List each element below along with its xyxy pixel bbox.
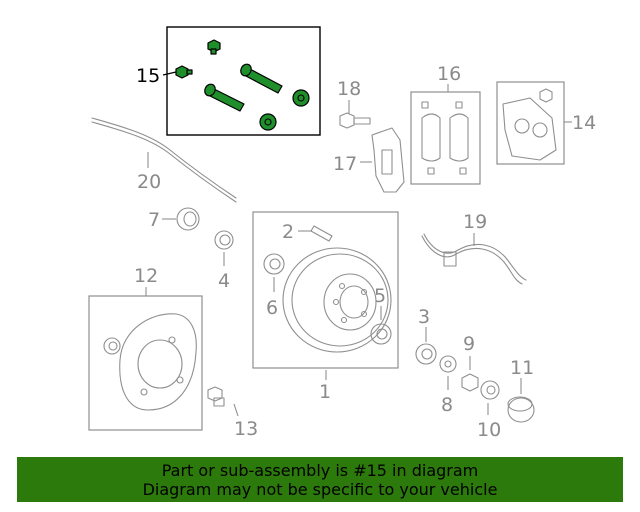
callout-7[interactable]: 7 [148, 209, 160, 231]
part-11-hub-cap[interactable]: 11 [507, 357, 535, 423]
part-2-wheel-stud[interactable]: 2 [282, 221, 333, 243]
callout-14[interactable]: 14 [572, 112, 596, 134]
callout-10[interactable]: 10 [477, 419, 501, 441]
part-4-bearing[interactable]: 4 [214, 230, 234, 292]
part-6-seal[interactable]: 6 [263, 253, 285, 319]
part-13-bolt[interactable]: 13 [207, 386, 258, 440]
callout-9[interactable]: 9 [463, 333, 475, 355]
part-1-rotor-hub[interactable]: 1 [252, 211, 399, 403]
callout-11[interactable]: 11 [510, 357, 534, 379]
leader-15 [162, 71, 177, 76]
part-7-seal[interactable]: 7 [148, 207, 200, 231]
callout-1[interactable]: 1 [319, 381, 331, 403]
part-15-guide-pin-icon [240, 63, 283, 94]
banner-line-2: Diagram may not be specific to your vehi… [142, 479, 498, 499]
callout-20[interactable]: 20 [137, 171, 161, 193]
part-15-boot-icon [292, 89, 310, 107]
part-17-caliper-bracket[interactable]: 17 [333, 127, 405, 193]
part-15-guide-pin-icon [204, 83, 245, 112]
part-19-abs-sensor[interactable]: 19 [421, 211, 527, 285]
part-15-box [166, 26, 321, 136]
part-15-small-bolt-icon [207, 39, 221, 55]
part-15-kit[interactable]: 15 [136, 26, 321, 136]
callout-3[interactable]: 3 [418, 306, 430, 328]
callout-18[interactable]: 18 [337, 78, 361, 100]
part-12-dust-shield[interactable]: 12 [88, 265, 203, 431]
part-10-cap[interactable]: 10 [477, 380, 501, 441]
banner-line-1: Part or sub-assembly is #15 in diagram [161, 460, 479, 480]
callout-6[interactable]: 6 [266, 297, 278, 319]
part-20-wear-sensor-wire[interactable]: 20 [91, 117, 237, 203]
part-15-small-bolt-icon [175, 65, 193, 79]
callout-2[interactable]: 2 [282, 221, 294, 243]
part-5-seal[interactable]: 5 [370, 285, 392, 345]
callout-13[interactable]: 13 [234, 418, 258, 440]
callout-15[interactable]: 15 [136, 65, 160, 87]
callout-4[interactable]: 4 [218, 270, 230, 292]
callout-5[interactable]: 5 [374, 285, 386, 307]
info-banner: Part or sub-assembly is #15 in diagram D… [17, 457, 623, 502]
part-15-boot-icon [259, 113, 277, 131]
part-18-bolt[interactable]: 18 [337, 78, 371, 129]
part-9-nut[interactable]: 9 [461, 333, 479, 392]
part-14-caliper[interactable]: 14 [496, 81, 596, 165]
part-16-brake-pads[interactable]: 16 [410, 63, 481, 185]
callout-12[interactable]: 12 [134, 265, 158, 287]
parts-diagram: 15 20 18 17 16 [88, 26, 596, 441]
callout-17[interactable]: 17 [333, 153, 357, 175]
part-8-washer[interactable]: 8 [439, 355, 457, 416]
callout-19[interactable]: 19 [463, 211, 487, 233]
callout-16[interactable]: 16 [437, 63, 461, 85]
callout-8[interactable]: 8 [441, 394, 453, 416]
part-3-bearing[interactable]: 3 [415, 306, 437, 365]
